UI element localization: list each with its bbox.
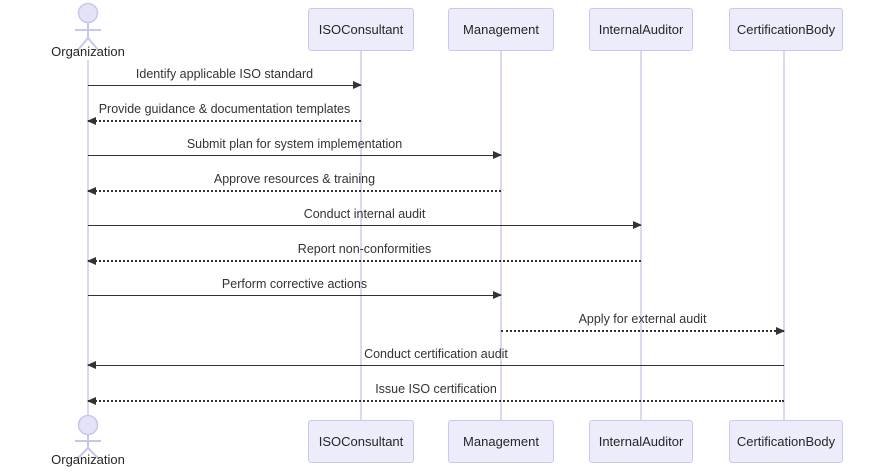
participant-management-bottom: Management — [448, 420, 554, 463]
actor-label: Organization — [51, 44, 125, 59]
solid-arrow-right-icon — [88, 81, 362, 89]
participant-label: Management — [463, 434, 539, 449]
message-1-identify-iso-standard: Identify applicable ISO standard — [88, 66, 362, 89]
person-icon — [75, 414, 101, 460]
participant-certificationbody-bottom: CertificationBody — [729, 420, 843, 463]
message-label: Provide guidance & documentation templat… — [98, 102, 351, 116]
message-8-apply-external-audit: Apply for external audit — [501, 311, 785, 335]
solid-arrow-right-icon — [88, 221, 642, 229]
dotted-arrow-right-icon — [501, 327, 785, 335]
participant-label: ISOConsultant — [318, 22, 404, 37]
actor-organization-bottom: Organization — [23, 414, 153, 467]
message-label: Identify applicable ISO standard — [135, 67, 314, 81]
participant-label: CertificationBody — [736, 434, 836, 449]
message-label: Perform corrective actions — [221, 277, 368, 291]
message-label: Issue ISO certification — [375, 382, 497, 396]
participant-label: CertificationBody — [736, 22, 836, 37]
lifeline-organization — [87, 60, 89, 415]
participant-label: ISOConsultant — [318, 434, 404, 449]
solid-arrow-right-icon — [88, 151, 502, 159]
message-label: Approve resources & training — [213, 172, 376, 186]
actor-organization-top: Organization — [23, 2, 153, 59]
message-7-perform-corrective-actions: Perform corrective actions — [88, 276, 502, 299]
actor-label: Organization — [51, 452, 125, 467]
message-label: Report non-conformities — [297, 242, 432, 256]
message-4-approve-resources: Approve resources & training — [87, 171, 501, 195]
lifeline-isoconsultant — [360, 51, 362, 420]
message-label: Apply for external audit — [578, 312, 707, 326]
message-6-report-non-conformities: Report non-conformities — [87, 241, 641, 265]
message-5-conduct-internal-audit: Conduct internal audit — [88, 206, 642, 229]
message-label: Conduct certification audit — [364, 347, 508, 361]
person-icon — [75, 2, 101, 52]
dotted-arrow-left-icon — [87, 257, 641, 265]
participant-label: InternalAuditor — [598, 434, 684, 449]
participant-internalauditor-bottom: InternalAuditor — [589, 420, 693, 463]
message-10-issue-iso-certification: Issue ISO certification — [87, 381, 784, 405]
message-label: Conduct internal audit — [303, 207, 426, 221]
dotted-arrow-left-icon — [87, 117, 361, 125]
participant-label: InternalAuditor — [598, 22, 684, 37]
message-9-conduct-certification-audit: Conduct certification audit — [87, 346, 784, 369]
solid-arrow-right-icon — [88, 291, 502, 299]
message-label: Submit plan for system implementation — [186, 137, 403, 151]
dotted-arrow-left-icon — [87, 397, 784, 405]
lifeline-internalauditor — [640, 51, 642, 420]
participant-label: Management — [463, 22, 539, 37]
participant-isoconsultant-bottom: ISOConsultant — [308, 420, 414, 463]
lifeline-management — [500, 51, 502, 420]
message-2-provide-guidance: Provide guidance & documentation templat… — [87, 101, 361, 125]
participant-isoconsultant-top: ISOConsultant — [308, 8, 414, 51]
participant-internalauditor-top: InternalAuditor — [589, 8, 693, 51]
participant-certificationbody-top: CertificationBody — [729, 8, 843, 51]
solid-arrow-left-icon — [87, 361, 784, 369]
message-3-submit-plan: Submit plan for system implementation — [88, 136, 502, 159]
dotted-arrow-left-icon — [87, 187, 501, 195]
lifeline-certificationbody — [783, 51, 785, 420]
participant-management-top: Management — [448, 8, 554, 51]
